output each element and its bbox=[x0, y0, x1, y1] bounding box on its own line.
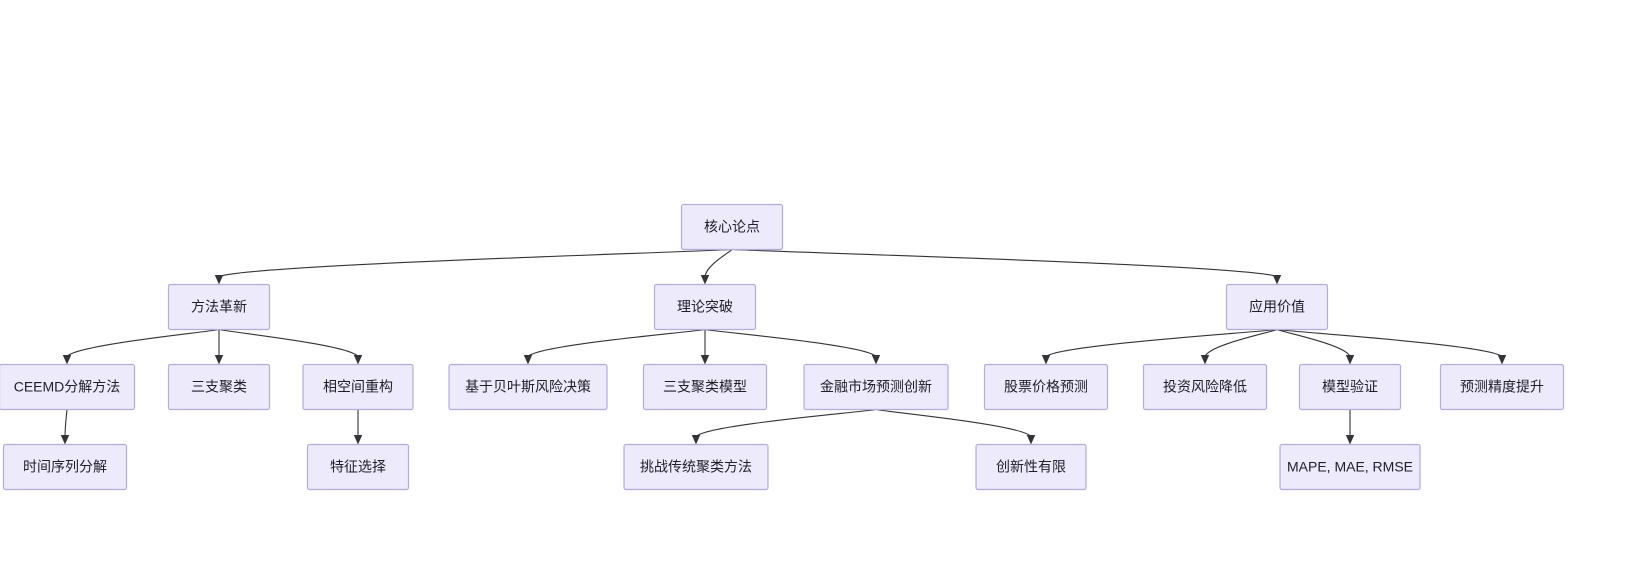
edge-line bbox=[695, 408, 877, 437]
node-box[interactable] bbox=[642, 363, 768, 411]
arrowhead-icon bbox=[353, 355, 363, 365]
arrowhead-icon bbox=[1497, 355, 1507, 365]
node-box[interactable] bbox=[1225, 283, 1329, 331]
arrowhead-icon bbox=[700, 355, 710, 365]
arrowhead-icon bbox=[1272, 275, 1282, 285]
edge-n12-to-n18 bbox=[1345, 409, 1355, 445]
node-box[interactable] bbox=[680, 203, 784, 251]
arrowhead-icon bbox=[523, 355, 533, 365]
arrowhead-icon bbox=[353, 435, 363, 445]
node-box[interactable] bbox=[1279, 443, 1421, 491]
flow-node[interactable]: 核心论点 bbox=[680, 203, 784, 251]
arrowhead-icon bbox=[1345, 355, 1355, 365]
node-box[interactable] bbox=[983, 363, 1109, 411]
edge-n9-to-n16 bbox=[691, 408, 877, 445]
flow-node[interactable]: 特征选择 bbox=[306, 443, 410, 491]
edge-line bbox=[704, 328, 877, 357]
flow-node[interactable]: CEEMD分解方法 bbox=[0, 363, 136, 411]
edge-n2-to-n9 bbox=[704, 328, 881, 365]
flow-node[interactable]: MAPE, MAE, RMSE bbox=[1279, 443, 1421, 491]
node-box[interactable] bbox=[1298, 363, 1402, 411]
flow-node[interactable]: 三支聚类 bbox=[167, 363, 271, 411]
flow-node[interactable]: 相空间重构 bbox=[302, 363, 414, 411]
node-box[interactable] bbox=[975, 443, 1087, 491]
arrowhead-icon bbox=[214, 355, 224, 365]
flow-node[interactable]: 时间序列分解 bbox=[2, 443, 128, 491]
arrowhead-icon bbox=[1026, 435, 1036, 445]
arrowhead-icon bbox=[1345, 435, 1355, 445]
edge-n1-to-n4 bbox=[62, 328, 220, 365]
edge-line bbox=[218, 248, 733, 278]
node-box[interactable] bbox=[167, 283, 271, 331]
edge-line bbox=[218, 328, 359, 357]
edge-line bbox=[1276, 328, 1351, 357]
edge-line bbox=[1276, 328, 1503, 357]
flow-node[interactable]: 应用价值 bbox=[1225, 283, 1329, 331]
flow-node[interactable]: 投资风险降低 bbox=[1142, 363, 1268, 411]
edge-n2-to-n7 bbox=[523, 328, 706, 365]
node-box[interactable] bbox=[1142, 363, 1268, 411]
node-box[interactable] bbox=[0, 363, 136, 411]
arrowhead-icon bbox=[214, 275, 224, 285]
flow-node[interactable]: 基于贝叶斯风险决策 bbox=[448, 363, 608, 411]
edge-n1-to-n5 bbox=[214, 329, 224, 365]
edge-n3-to-n13 bbox=[1276, 328, 1507, 365]
node-layer: 核心论点方法革新 理论突破 应用价值 CEEMD分解方法三支聚类相空间重构基于贝叶斯风… bbox=[0, 203, 1565, 491]
edge-n3-to-n12 bbox=[1276, 328, 1355, 365]
edge-n4-to-n14 bbox=[60, 409, 70, 445]
flow-node[interactable]: 理论突破 bbox=[653, 283, 757, 331]
node-box[interactable] bbox=[1439, 363, 1565, 411]
arrowhead-icon bbox=[691, 435, 701, 445]
edge-layer bbox=[60, 248, 1507, 445]
edge-line bbox=[1204, 328, 1278, 357]
edge-line bbox=[731, 248, 1278, 278]
edge-line bbox=[704, 249, 733, 277]
node-box[interactable] bbox=[2, 443, 128, 491]
edge-n9-to-n17 bbox=[875, 408, 1036, 445]
flow-node[interactable]: 方法革新 bbox=[167, 283, 271, 331]
arrowhead-icon bbox=[700, 275, 710, 285]
edge-n0-to-n1 bbox=[214, 248, 733, 285]
flow-node[interactable]: 金融市场预测创新 bbox=[803, 363, 949, 411]
node-box[interactable] bbox=[448, 363, 608, 411]
flow-node[interactable]: 模型验证 bbox=[1298, 363, 1402, 411]
node-box[interactable] bbox=[167, 363, 271, 411]
arrowhead-icon bbox=[871, 355, 881, 365]
edge-line bbox=[527, 328, 706, 357]
arrowhead-icon bbox=[62, 355, 72, 365]
edge-line bbox=[64, 409, 68, 437]
arrowhead-icon bbox=[1200, 355, 1210, 365]
edge-n3-to-n10 bbox=[1041, 328, 1278, 365]
flow-node[interactable]: 股票价格预测 bbox=[983, 363, 1109, 411]
node-box[interactable] bbox=[302, 363, 414, 411]
arrowhead-icon bbox=[60, 435, 70, 445]
edge-line bbox=[875, 408, 1032, 437]
edge-n3-to-n11 bbox=[1200, 328, 1278, 365]
edge-n0-to-n2 bbox=[700, 249, 733, 285]
flow-node[interactable]: 三支聚类模型 bbox=[642, 363, 768, 411]
flow-node[interactable]: 创新性有限 bbox=[975, 443, 1087, 491]
arrowhead-icon bbox=[1041, 355, 1051, 365]
node-box[interactable] bbox=[803, 363, 949, 411]
edge-n1-to-n6 bbox=[218, 328, 363, 365]
edge-n0-to-n3 bbox=[731, 248, 1282, 285]
edge-line bbox=[66, 328, 220, 357]
node-box[interactable] bbox=[306, 443, 410, 491]
node-box[interactable] bbox=[623, 443, 769, 491]
node-box[interactable] bbox=[653, 283, 757, 331]
edge-n2-to-n8 bbox=[700, 329, 710, 365]
flow-node[interactable]: 挑战传统聚类方法 bbox=[623, 443, 769, 491]
edge-n6-to-n15 bbox=[353, 409, 363, 445]
edge-line bbox=[1045, 328, 1278, 357]
flow-node[interactable]: 预测精度提升 bbox=[1439, 363, 1565, 411]
